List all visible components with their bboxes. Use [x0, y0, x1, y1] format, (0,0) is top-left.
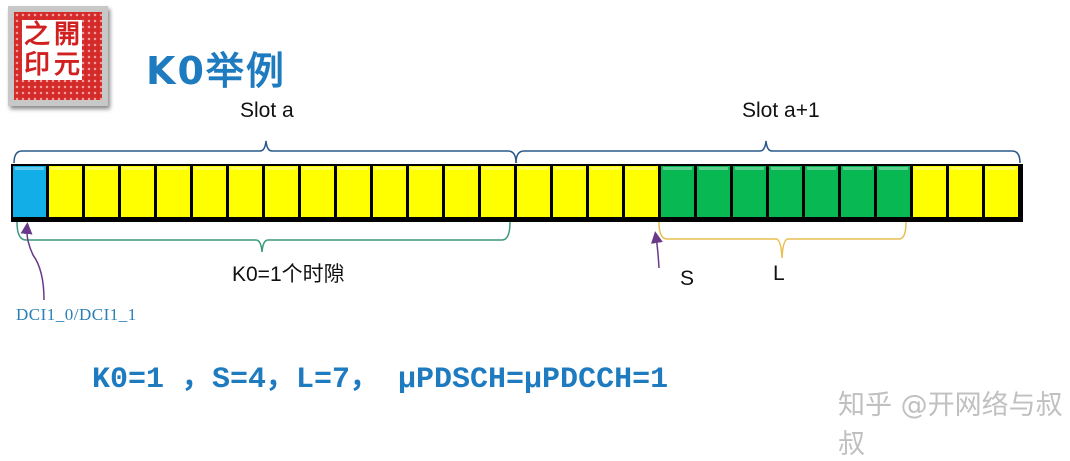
cell-highlight: [51, 167, 80, 170]
cell-highlight: [591, 167, 620, 170]
cell-highlight: [195, 167, 224, 170]
pdsch-symbol-cell: [841, 166, 874, 217]
symbol-cell: [301, 166, 334, 217]
dci-label: DCI1_0/DCI1_1: [16, 305, 137, 324]
pdsch-symbol-cell: [769, 166, 802, 217]
page-title: K0举例: [146, 49, 286, 93]
cell-highlight: [843, 167, 872, 170]
slot-a-label: Slot a: [240, 99, 294, 122]
cell-highlight: [375, 167, 404, 170]
pdsch-symbol-cell: [877, 166, 910, 217]
dci-arrow: [20, 222, 45, 301]
dci-symbol-cell: [13, 166, 46, 217]
cell-highlight: [87, 167, 116, 170]
cell-highlight: [447, 167, 476, 170]
symbol-cell: [229, 166, 262, 217]
pdsch-symbol-cell: [661, 166, 694, 217]
slot-a-brace: [13, 140, 517, 164]
s-label: S: [680, 267, 695, 290]
symbol-cell: [373, 166, 406, 217]
cell-highlight: [339, 167, 368, 170]
pdsch-symbol-cell: [697, 166, 730, 217]
s-arrow: [650, 231, 663, 269]
k0-brace: [16, 221, 511, 253]
symbol-cell: [49, 166, 82, 217]
k0-label: K0=1个时隙: [232, 263, 345, 286]
cell-highlight: [483, 167, 512, 170]
slot-a1-label: Slot a+1: [742, 99, 820, 122]
cell-highlight: [555, 167, 584, 170]
symbol-cell: [985, 166, 1018, 217]
symbol-cell: [445, 166, 478, 217]
symbol-cell: [157, 166, 190, 217]
pdsch-symbol-cell: [733, 166, 766, 217]
symbol-cell: [913, 166, 946, 217]
symbol-cell: [337, 166, 370, 217]
logo-char: 之: [23, 20, 50, 50]
formula: K0=1 ，S=4，L=7， μPDSCH=μPDCCH=1: [92, 363, 669, 397]
cell-highlight: [267, 167, 296, 170]
cell-highlight: [519, 167, 548, 170]
cell-highlight: [807, 167, 836, 170]
logo-char: 元: [53, 50, 80, 80]
cell-highlight: [879, 167, 908, 170]
cell-highlight: [699, 167, 728, 170]
symbol-cell: [481, 166, 514, 217]
cell-highlight: [303, 167, 332, 170]
cell-highlight: [771, 167, 800, 170]
cell-highlight: [627, 167, 656, 170]
cell-highlight: [159, 167, 188, 170]
symbol-cell: [85, 166, 118, 217]
cell-highlight: [231, 167, 260, 170]
pdsch-symbol-cell: [805, 166, 838, 217]
cell-highlight: [951, 167, 980, 170]
cell-highlight: [15, 167, 44, 170]
logo: 之 開 印 元: [8, 6, 108, 106]
symbol-cell: [553, 166, 586, 217]
cell-highlight: [987, 167, 1016, 170]
symbol-cell: [265, 166, 298, 217]
cell-highlight: [663, 167, 692, 170]
cell-highlight: [123, 167, 152, 170]
symbol-cell: [625, 166, 658, 217]
logo-char: 印: [23, 50, 50, 80]
symbol-cell: [409, 166, 442, 217]
cell-highlight: [735, 167, 764, 170]
l-brace: [658, 221, 907, 259]
l-label: L: [773, 262, 785, 285]
logo-char: 開: [53, 20, 80, 50]
symbol-cell: [589, 166, 622, 217]
symbol-cell: [121, 166, 154, 217]
symbol-cell: [949, 166, 982, 217]
cell-highlight: [411, 167, 440, 170]
symbol-cell: [517, 166, 550, 217]
symbol-cell: [193, 166, 226, 217]
slot-diagram: [11, 140, 1023, 301]
cell-highlight: [915, 167, 944, 170]
slot-a1-brace: [515, 140, 1021, 164]
watermark: 知乎 @开网络与叔叔: [838, 390, 1063, 460]
